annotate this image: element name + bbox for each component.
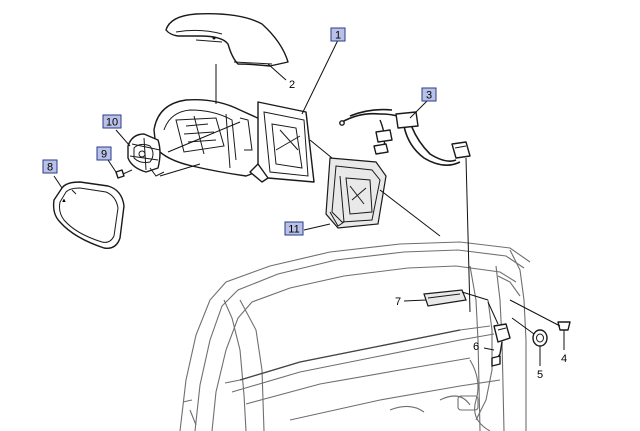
mirror-cover-part-2: [165, 13, 289, 67]
callout-5: 5: [537, 369, 543, 381]
callout-4: 4: [561, 353, 567, 365]
callout-3: 3: [421, 87, 437, 102]
screw-part-9: [115, 169, 133, 179]
mirror-glass-part-8: ▲: [52, 181, 125, 249]
handle-trim-part-7: [423, 289, 467, 307]
connector-part-6: [491, 323, 511, 367]
callout-6-label: 6: [473, 341, 479, 353]
actuator-motor-part-10: [127, 133, 165, 177]
callout-7: 7: [395, 296, 401, 308]
mirror-housing-part-1: [153, 99, 315, 183]
callout-5-label: 5: [537, 369, 543, 381]
callout-2: 2: [289, 79, 295, 91]
callout-7-label: 7: [395, 296, 401, 308]
trim-bracket-part-11: [325, 157, 387, 229]
leader-lines: [53, 39, 565, 366]
grommet-part-5: [532, 329, 548, 347]
callout-10-label: 10: [106, 117, 118, 129]
callout-11-label: 11: [288, 224, 299, 236]
callout-8-label: 8: [47, 162, 53, 174]
callout-10: 10: [102, 114, 122, 129]
clip-part-4: [557, 321, 571, 334]
callout-9: 9: [96, 146, 112, 161]
callout-3-label: 3: [426, 90, 432, 102]
mirror-glass-marking: ▲: [61, 198, 67, 204]
callout-1: 1: [330, 27, 346, 42]
callout-8: 8: [42, 159, 58, 174]
wiring-harness-part-3: [339, 108, 471, 166]
callout-2-label: 2: [289, 79, 295, 91]
callout-11: 11: [284, 221, 304, 236]
door-frame: [179, 241, 531, 431]
callout-6: 6: [473, 341, 479, 353]
callout-4-label: 4: [561, 353, 567, 365]
callout-9-label: 9: [101, 149, 107, 161]
callout-1-label: 1: [335, 30, 341, 42]
